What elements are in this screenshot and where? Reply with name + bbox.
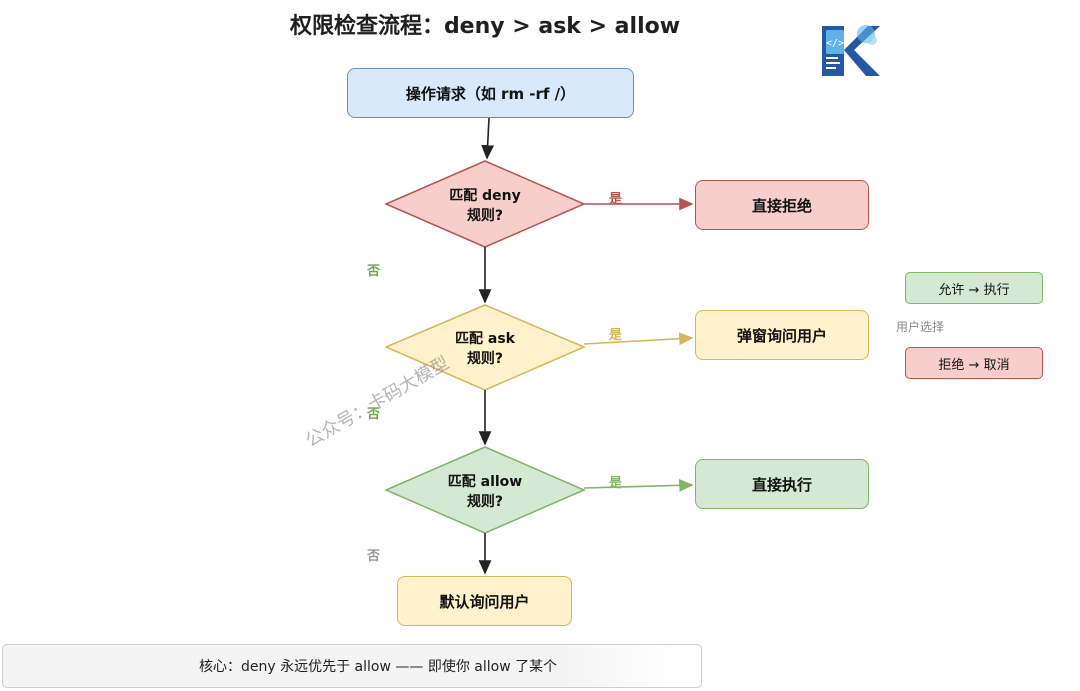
user-allow-option-label: 允许 → 执行 <box>938 282 1010 298</box>
ask-result-label: 弹窗询问用户 <box>736 326 827 345</box>
allow-no-label: 否 <box>367 549 381 564</box>
allow-check-line1: 匹配 allow <box>447 474 523 490</box>
user-choice-label: 用户选择 <box>896 320 945 334</box>
ask-yes-label: 是 <box>609 328 623 343</box>
allow-result-node: 直接执行 <box>695 459 869 509</box>
default-result-node: 默认询问用户 <box>397 576 572 626</box>
allow-check-label: 匹配 allow 规则? <box>425 472 545 512</box>
request-node-label: 操作请求（如 rm -rf /） <box>405 84 576 103</box>
arrow-allow-yes <box>583 478 694 492</box>
allow-yes-label: 是 <box>609 476 623 491</box>
deny-no-label: 否 <box>367 264 381 279</box>
deny-result-node: 直接拒绝 <box>695 180 869 230</box>
deny-check-line1: 匹配 deny <box>449 188 521 204</box>
arrow-request-to-deny <box>481 117 495 160</box>
ask-result-node: 弹窗询问用户 <box>695 310 869 360</box>
deny-yes-label: 是 <box>609 192 623 207</box>
request-node: 操作请求（如 rm -rf /） <box>347 68 634 118</box>
k-code-logo-icon: </> <box>818 20 882 80</box>
user-deny-option: 拒绝 → 取消 <box>905 347 1043 379</box>
allow-check-line2: 规则? <box>466 494 504 510</box>
deny-result-label: 直接拒绝 <box>751 196 812 215</box>
user-deny-option-label: 拒绝 → 取消 <box>938 357 1010 373</box>
user-allow-option: 允许 → 执行 <box>905 272 1043 304</box>
default-result-label: 默认询问用户 <box>439 592 530 611</box>
allow-result-label: 直接执行 <box>751 475 812 494</box>
arrow-ask-yes <box>583 332 694 346</box>
ask-check-line2: 规则? <box>466 351 504 367</box>
deny-check-label: 匹配 deny 规则? <box>425 186 545 226</box>
core-note-text: 核心：deny 永远优先于 allow —— 即使你 allow 了某个 <box>199 659 558 675</box>
page-title: 权限检查流程：deny > ask > allow <box>289 14 681 39</box>
deny-check-line2: 规则? <box>466 208 504 224</box>
svg-text:</>: </> <box>826 38 844 49</box>
core-note: 核心：deny 永远优先于 allow —— 即使你 allow 了某个 <box>2 644 702 688</box>
ask-no-label: 否 <box>367 407 381 422</box>
ask-check-line1: 匹配 ask <box>455 331 515 347</box>
ask-check-label: 匹配 ask 规则? <box>425 329 545 369</box>
